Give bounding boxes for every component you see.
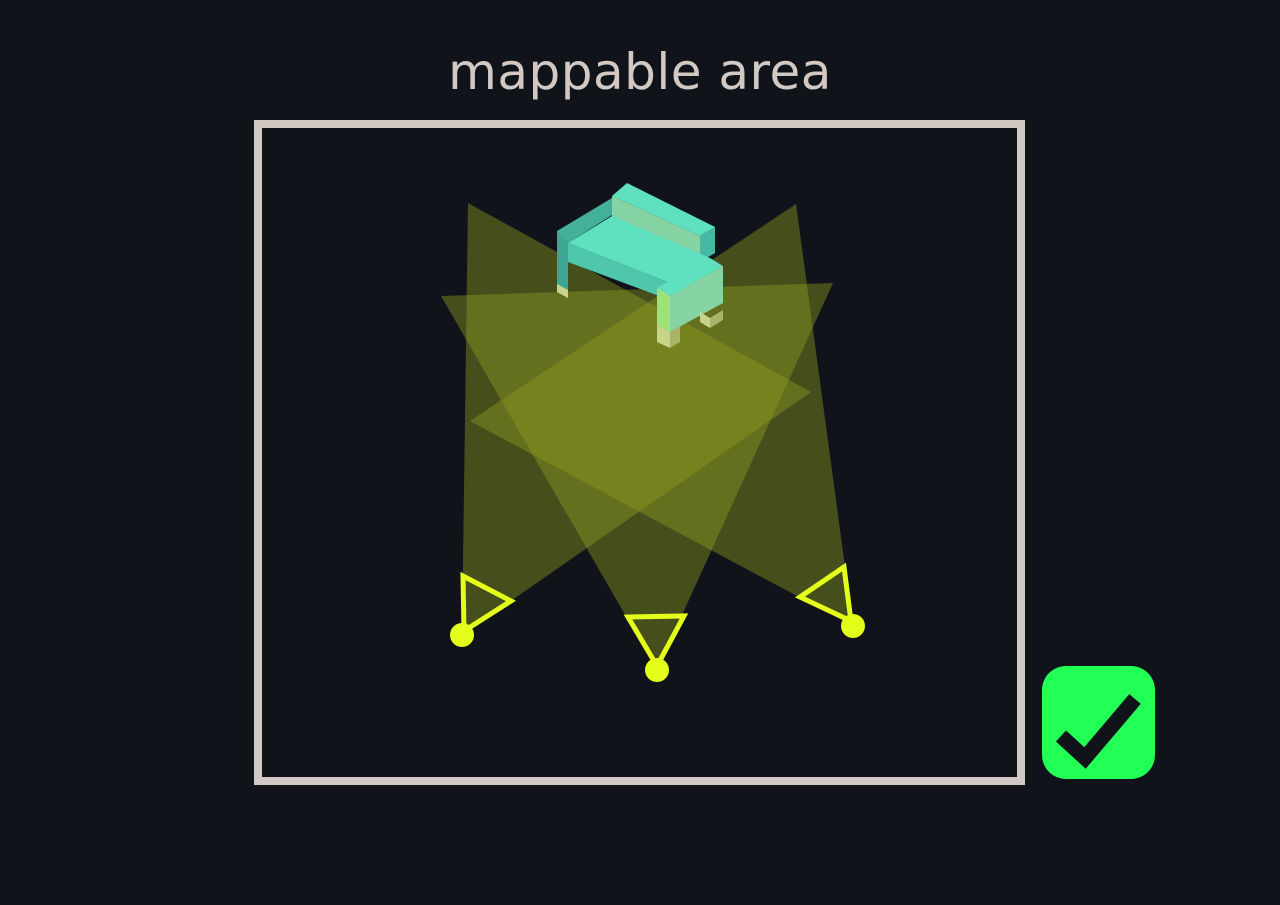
diagram-title: mappable area bbox=[448, 43, 832, 101]
sensor-fov-group bbox=[441, 203, 853, 670]
sensor-center-icon bbox=[623, 613, 689, 682]
fov-center bbox=[441, 283, 833, 670]
sensor-right-icon bbox=[794, 562, 865, 638]
fov-right bbox=[470, 204, 853, 626]
armchair-icon bbox=[557, 183, 723, 348]
checkmark-icon bbox=[1055, 694, 1141, 769]
fov-left bbox=[462, 203, 811, 635]
status-badge bbox=[1042, 666, 1155, 779]
sensor-left-icon bbox=[450, 571, 516, 647]
mappable-area-frame bbox=[254, 120, 1025, 785]
